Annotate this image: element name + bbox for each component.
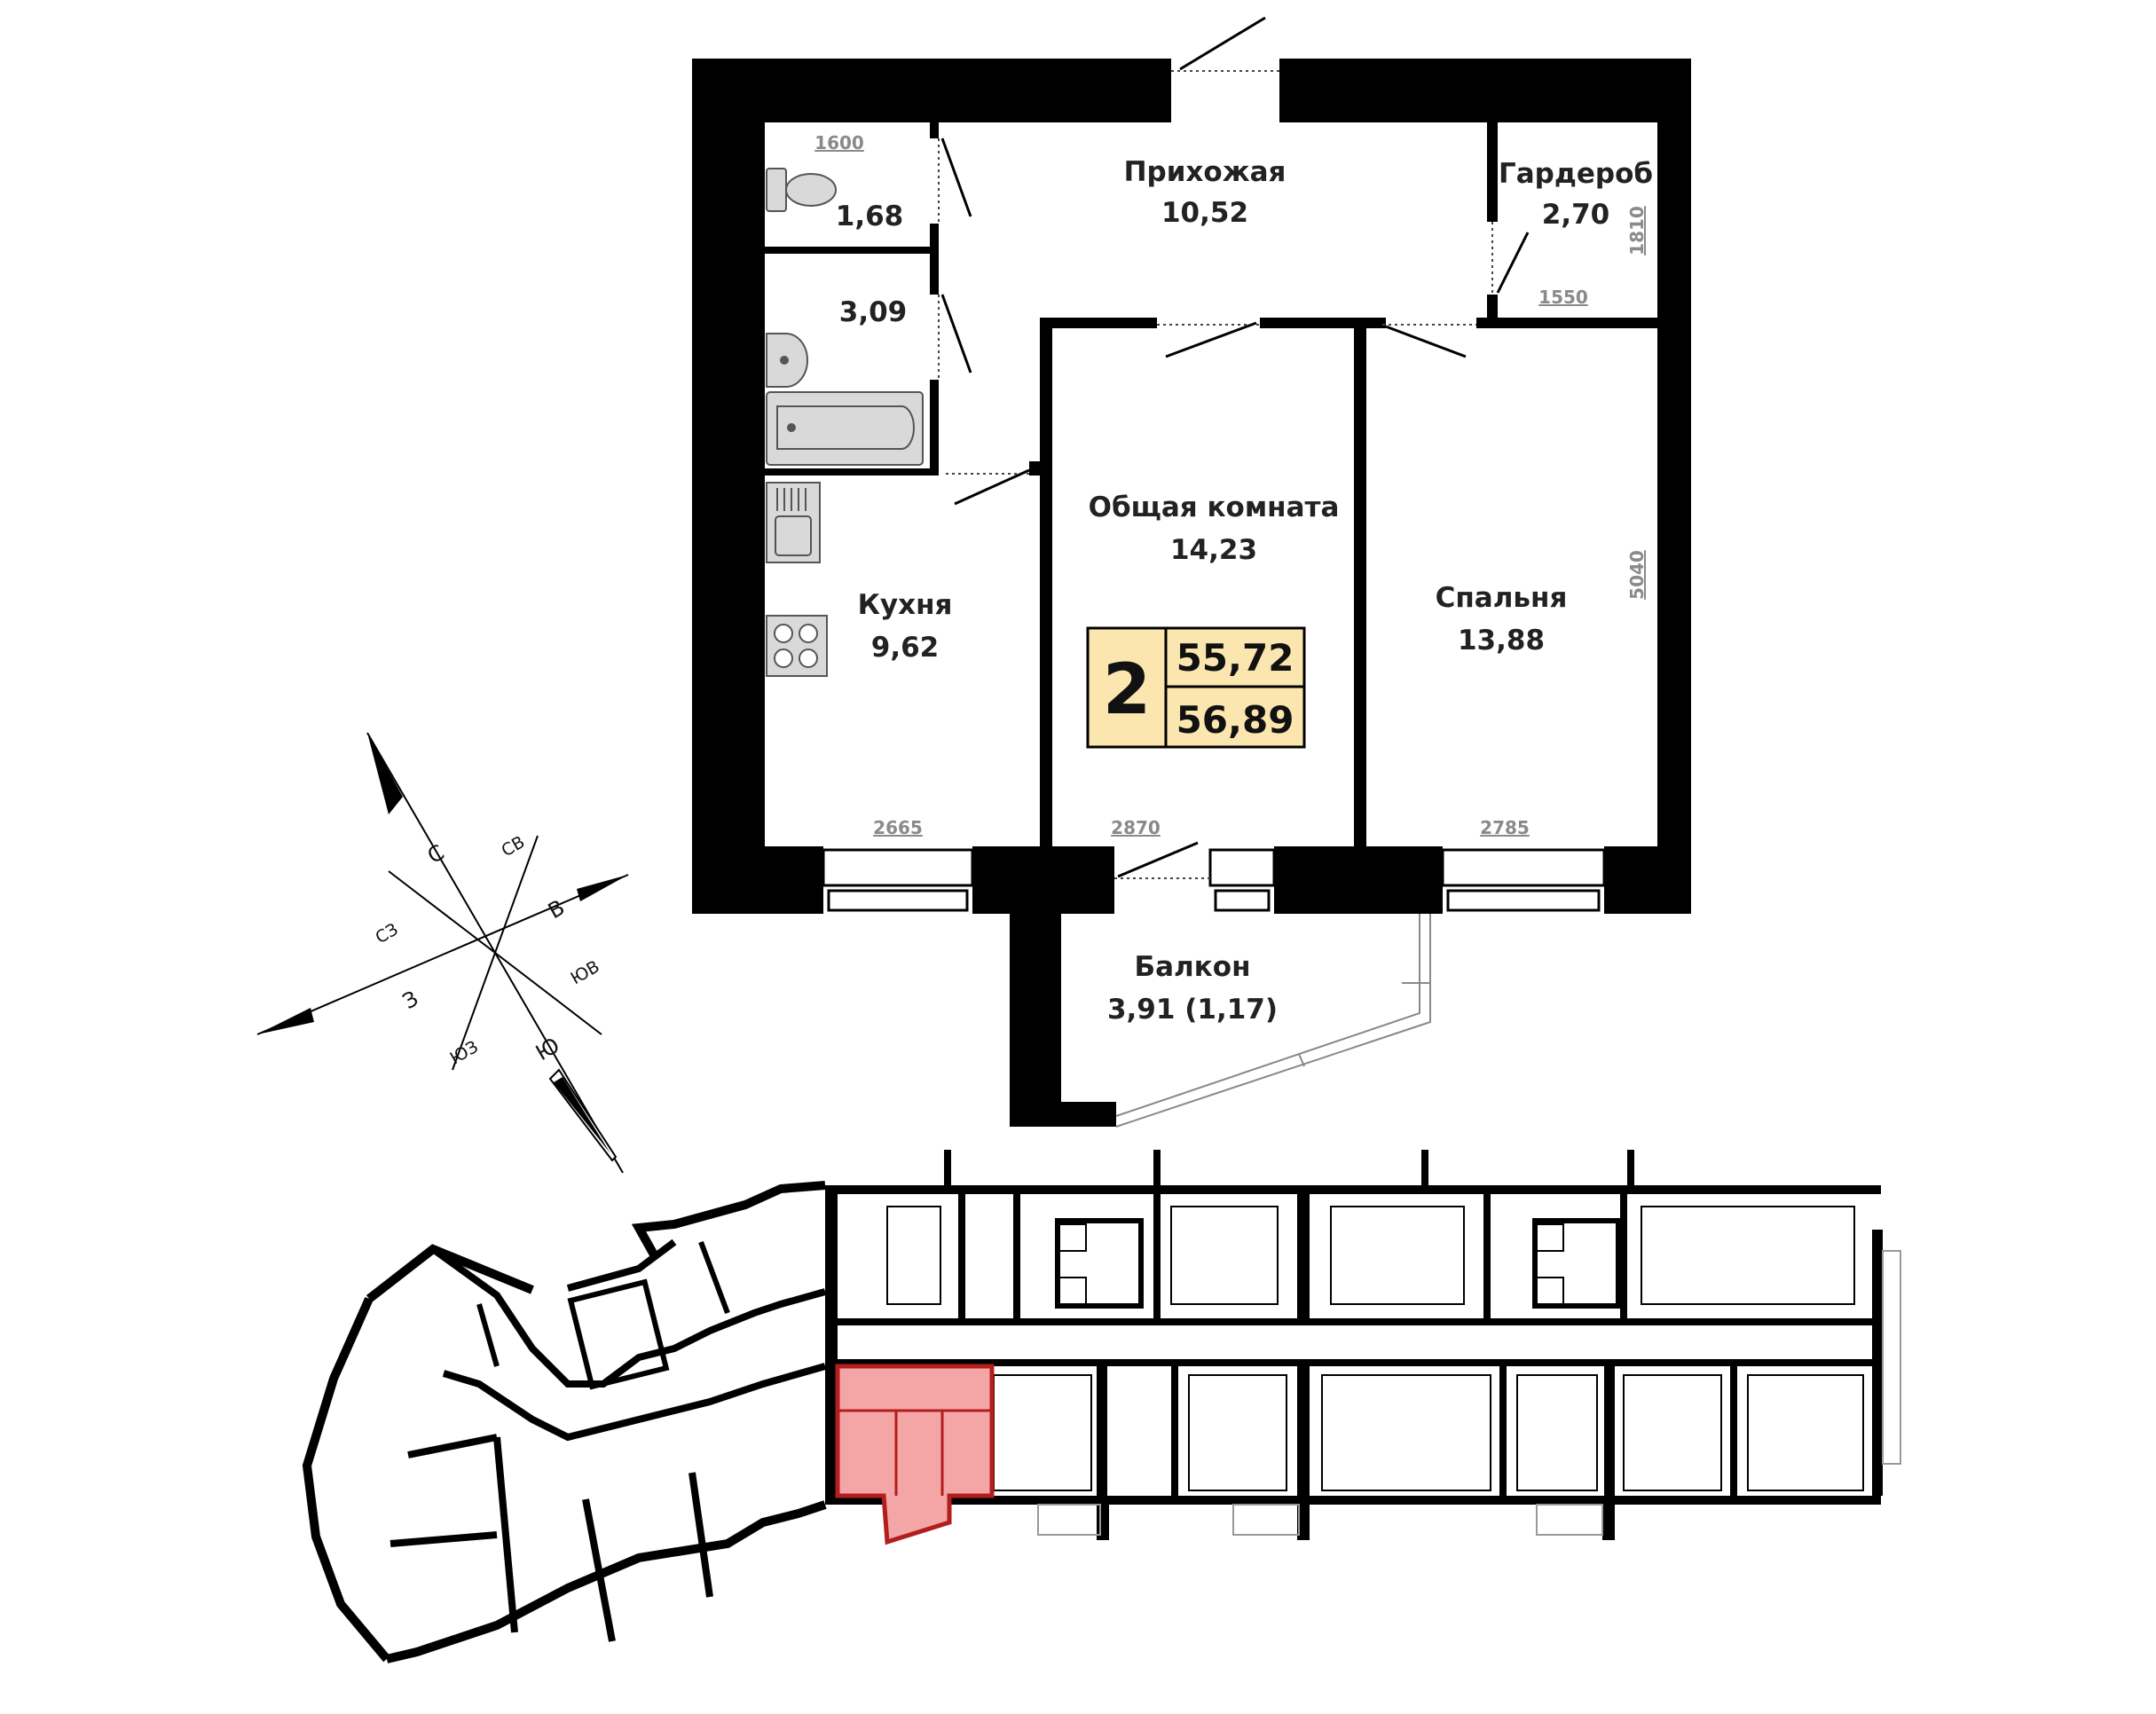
wall-living-right <box>1354 318 1366 846</box>
wall-wardrobe-left-b <box>1487 295 1498 328</box>
north-arrow-icon <box>367 733 403 814</box>
window-living-sill <box>1214 889 1271 912</box>
west-arrow-icon <box>257 1008 314 1034</box>
wall-balcony-left <box>1010 914 1061 1127</box>
room-area-hallway: 10,52 <box>1161 197 1248 229</box>
wall-right <box>1657 59 1691 914</box>
south-arrow-icon <box>548 1068 618 1162</box>
east-arrow-icon <box>577 875 628 901</box>
wall-left <box>692 59 765 914</box>
wall-bottom-right <box>1604 846 1691 914</box>
highlighted-apartment <box>835 1364 995 1545</box>
window-bedroom-sill <box>1446 889 1601 912</box>
room-name-balcony: Балкон <box>1134 951 1250 983</box>
compass-s: Ю <box>531 1033 563 1065</box>
living-area: 55,72 <box>1176 636 1294 680</box>
wall-wc-right-c <box>930 380 939 476</box>
wall-bottom-mid-a <box>972 846 1114 914</box>
wall-wc-right-b <box>930 224 939 295</box>
room-area-toilet: 1,68 <box>836 200 904 232</box>
dim-wardrobe-depth: 1810 <box>1626 206 1648 256</box>
room-area-bathroom: 3,09 <box>839 296 908 328</box>
dim-toilet-width: 1600 <box>814 132 864 153</box>
window-kitchen-sill <box>827 889 969 912</box>
compass-ne: СВ <box>499 832 529 861</box>
window-bedroom <box>1441 848 1606 887</box>
wall-top-right <box>1279 59 1691 122</box>
sink-icon <box>766 482 821 563</box>
room-name-hallway: Прихожая <box>1124 156 1287 188</box>
dim-wardrobe-width: 1550 <box>1538 287 1588 308</box>
building-key-plan <box>302 1150 1901 1663</box>
room-area-wardrobe: 2,70 <box>1542 199 1610 231</box>
window-kitchen <box>822 848 974 887</box>
toilet-icon <box>766 168 837 212</box>
wall-wardrobe-left-a <box>1487 122 1498 222</box>
room-name-living: Общая комната <box>1089 491 1340 523</box>
wall-bedroom-top-a <box>1366 318 1382 328</box>
apartment-plan: Прихожая 10,52 Гардероб 2,70 1,68 3,09 К… <box>692 16 1691 1128</box>
wall-kitchen-stub <box>1029 461 1052 476</box>
compass-se: ЮВ <box>568 957 603 989</box>
compass-nw: СЗ <box>373 920 402 948</box>
bathtub-icon <box>766 391 924 466</box>
room-area-kitchen: 9,62 <box>871 632 940 664</box>
wall-balcony-bottom <box>1010 1102 1116 1127</box>
compass-w: З <box>398 986 422 1014</box>
area-badge: 2 55,72 56,89 <box>1086 626 1306 749</box>
compass-rose: С СВ В ЮВ Ю ЮЗ З СЗ <box>256 732 629 1174</box>
wall-top-left <box>692 59 1171 122</box>
dim-living-width: 2870 <box>1111 817 1161 838</box>
wall-bottom-left <box>692 846 823 914</box>
compass-sw: ЮЗ <box>447 1037 482 1068</box>
window-living <box>1208 848 1276 887</box>
wall-toilet-bottom <box>765 247 937 254</box>
dim-bedroom-width: 2785 <box>1480 817 1530 838</box>
room-area-balcony: 3,91 (1,17) <box>1107 994 1278 1026</box>
wall-living-top-a <box>1040 318 1157 328</box>
wall-wc-right-a <box>930 122 939 138</box>
room-name-wardrobe: Гардероб <box>1499 158 1653 190</box>
wall-bedroom-top-b <box>1476 318 1657 328</box>
room-area-living: 14,23 <box>1170 534 1257 566</box>
dim-kitchen-width: 2665 <box>873 817 923 838</box>
room-name-kitchen: Кухня <box>858 589 953 621</box>
dim-bedroom-depth: 5040 <box>1626 550 1648 600</box>
wall-kitchen-right <box>1040 318 1052 846</box>
compass-e: В <box>544 895 569 924</box>
stove-icon <box>766 615 828 677</box>
room-area-bedroom: 13,88 <box>1458 625 1545 657</box>
total-area: 56,89 <box>1176 698 1294 742</box>
rooms-count: 2 <box>1103 650 1151 730</box>
wall-bath-bottom <box>765 468 937 476</box>
room-name-bedroom: Спальня <box>1436 582 1568 614</box>
wall-bottom-mid-b <box>1274 846 1443 914</box>
washbasin-icon <box>766 333 808 388</box>
